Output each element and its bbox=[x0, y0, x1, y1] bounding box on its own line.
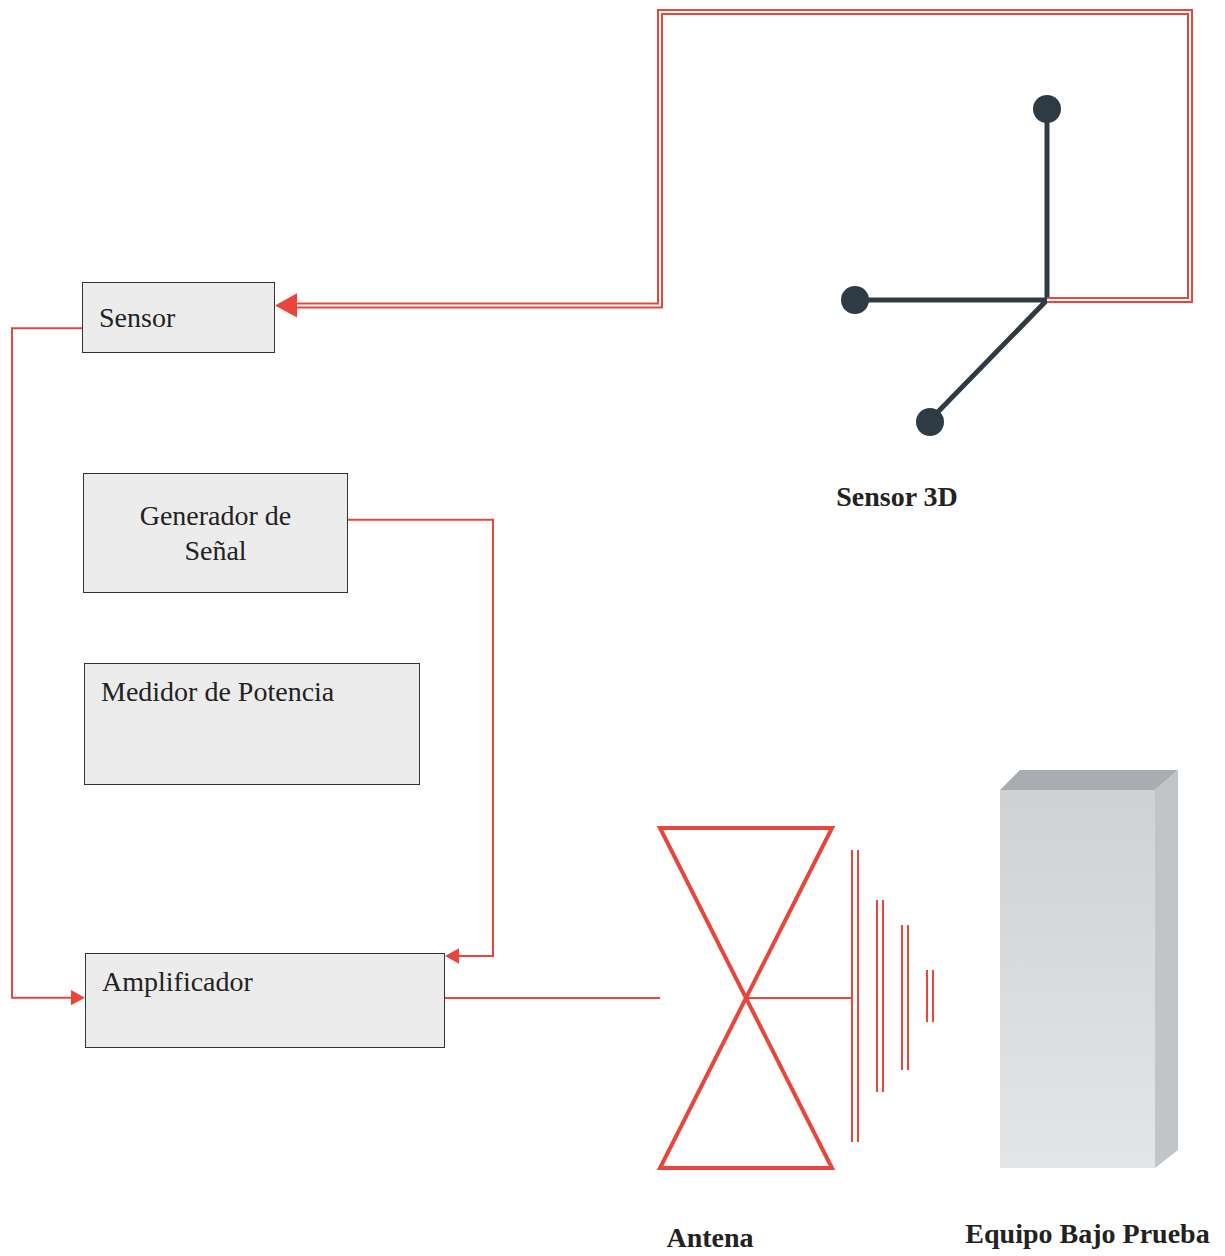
equipment-under-test: Equipo Bajo Prueba bbox=[955, 770, 1220, 1256]
antenna: Antena bbox=[640, 828, 860, 1256]
radiated-waves bbox=[852, 850, 933, 1142]
box-label: Sensor bbox=[99, 300, 258, 335]
sensor-3d-figure bbox=[830, 85, 1070, 525]
signal-connector bbox=[12, 328, 85, 1005]
antenna-figure bbox=[640, 828, 860, 1256]
amplifier-box: Amplificador bbox=[85, 953, 445, 1048]
power-meter-box: Medidor de Potencia bbox=[84, 663, 420, 785]
figure-caption: Antena bbox=[640, 1222, 780, 1254]
equipment-under-test-figure bbox=[955, 770, 1220, 1256]
box-label: Amplificador bbox=[102, 964, 428, 999]
figure-caption: Equipo Bajo Prueba bbox=[955, 1218, 1220, 1250]
generator-box: Generador de Señal bbox=[83, 473, 348, 593]
sensor-3d: Sensor 3D bbox=[830, 85, 1070, 525]
signal-connector bbox=[445, 998, 660, 999]
figure-caption: Sensor 3D bbox=[830, 481, 964, 513]
sensor-box: Sensor bbox=[82, 282, 275, 353]
box-label: Medidor de Potencia bbox=[101, 674, 403, 709]
signal-connector bbox=[275, 12, 1190, 318]
box-label: Generador de Señal bbox=[100, 498, 331, 568]
